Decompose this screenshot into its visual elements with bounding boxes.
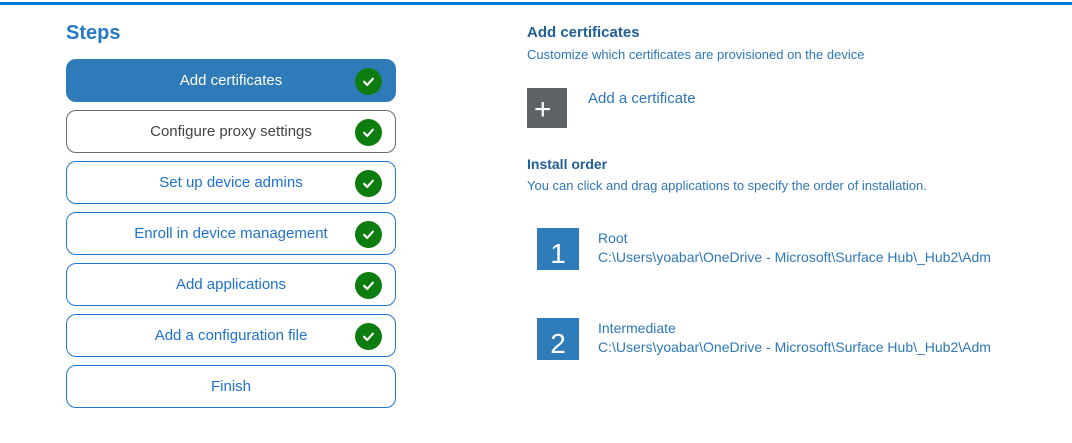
add-certificate-label[interactable]: Add a certificate — [588, 90, 696, 107]
order-number-tile: 1 — [537, 228, 579, 270]
certificate-path: C:\Users\yoabar\OneDrive - Microsoft\Sur… — [598, 249, 991, 265]
check-circle-icon — [355, 119, 382, 146]
steps-list: Add certificates Configure proxy setting… — [66, 59, 396, 408]
check-circle-icon — [355, 221, 382, 248]
step-add-applications[interactable]: Add applications — [66, 263, 396, 306]
certificate-name: Root — [598, 230, 628, 246]
step-label: Enroll in device management — [134, 225, 328, 242]
check-circle-icon — [355, 323, 382, 350]
step-label: Configure proxy settings — [150, 123, 312, 140]
step-enroll-in-device-management[interactable]: Enroll in device management — [66, 212, 396, 255]
step-label: Add certificates — [179, 72, 283, 89]
step-label: Set up device admins — [159, 174, 303, 191]
steps-panel-title: Steps — [66, 22, 121, 44]
add-certificate-row: + Add a certificate — [527, 88, 1072, 128]
check-circle-icon — [355, 272, 382, 299]
install-item-text: Intermediate C:\Users\yoabar\OneDrive - … — [598, 319, 991, 357]
step-label: Finish — [210, 378, 251, 395]
certificate-path: C:\Users\yoabar\OneDrive - Microsoft\Sur… — [598, 339, 991, 355]
content-pane: Add certificates Customize which certifi… — [527, 24, 1072, 360]
install-order-item-root[interactable]: 1 Root C:\Users\yoabar\OneDrive - Micros… — [537, 228, 1072, 270]
step-label: Add a configuration file — [154, 327, 308, 344]
page-subtitle: Customize which certificates are provisi… — [527, 47, 865, 62]
order-number-tile: 2 — [537, 318, 579, 360]
install-order-description: You can click and drag applications to s… — [527, 178, 927, 193]
step-set-up-device-admins[interactable]: Set up device admins — [66, 161, 396, 204]
step-finish[interactable]: Finish — [66, 365, 396, 408]
check-circle-icon — [355, 170, 382, 197]
plus-icon[interactable]: + — [527, 88, 567, 128]
certificate-name: Intermediate — [598, 320, 676, 336]
page-title: Add certificates — [527, 24, 640, 41]
install-order-item-intermediate[interactable]: 2 Intermediate C:\Users\yoabar\OneDrive … — [537, 318, 1072, 360]
steps-panel: Steps Add certificates Configure proxy s… — [66, 22, 396, 408]
install-item-text: Root C:\Users\yoabar\OneDrive - Microsof… — [598, 229, 991, 267]
install-order-heading: Install order — [527, 156, 608, 172]
step-label: Add applications — [175, 276, 287, 293]
step-configure-proxy-settings[interactable]: Configure proxy settings — [66, 110, 396, 153]
check-circle-icon — [355, 68, 382, 95]
step-add-a-configuration-file[interactable]: Add a configuration file — [66, 314, 396, 357]
step-add-certificates[interactable]: Add certificates — [66, 59, 396, 102]
top-accent-bar — [0, 2, 1072, 5]
